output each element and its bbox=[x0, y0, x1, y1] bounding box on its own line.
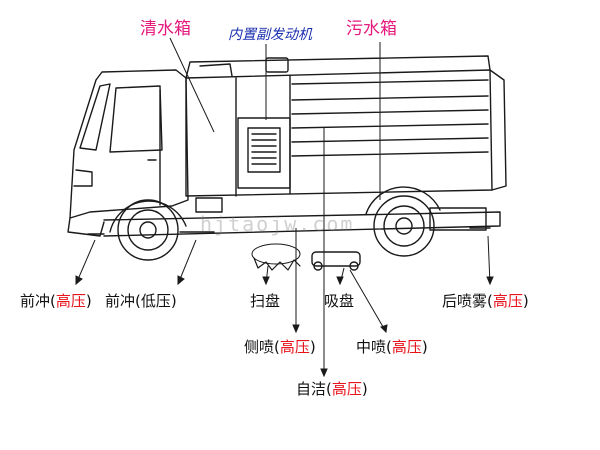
engine-box bbox=[237, 117, 291, 189]
cab-window bbox=[109, 85, 163, 153]
label-sewage-tank: 污水箱 bbox=[346, 19, 397, 39]
front-wheel bbox=[117, 199, 179, 261]
label-side-spray: 侧喷(高压) bbox=[244, 338, 316, 356]
tank-body bbox=[185, 69, 493, 197]
windshield bbox=[79, 83, 111, 151]
label-front-spray-low: 前冲(低压) bbox=[105, 292, 177, 310]
label-clean-tank: 清水箱 bbox=[140, 19, 191, 39]
chassis bbox=[103, 211, 501, 237]
label-mid-spray: 中喷(高压) bbox=[356, 338, 428, 356]
label-self-clean: 自洁(高压) bbox=[296, 380, 368, 398]
suction-head bbox=[311, 251, 361, 267]
top-rail bbox=[185, 55, 491, 79]
label-aux-engine: 内置副发动机 bbox=[228, 27, 312, 43]
label-front-spray-high: 前冲(高压) bbox=[20, 292, 92, 310]
bumper bbox=[67, 217, 105, 237]
rear-wheel bbox=[373, 195, 435, 257]
cab-outline bbox=[69, 69, 189, 219]
label-suction-disc: 吸盘 bbox=[324, 292, 355, 310]
sweep-brush bbox=[251, 243, 301, 265]
label-rear-mist: 后喷雾(高压) bbox=[442, 292, 529, 310]
watermark-text: hjtaojw.com bbox=[200, 212, 355, 236]
label-sweep-disc: 扫盘 bbox=[250, 292, 281, 310]
rear-door bbox=[489, 69, 507, 191]
